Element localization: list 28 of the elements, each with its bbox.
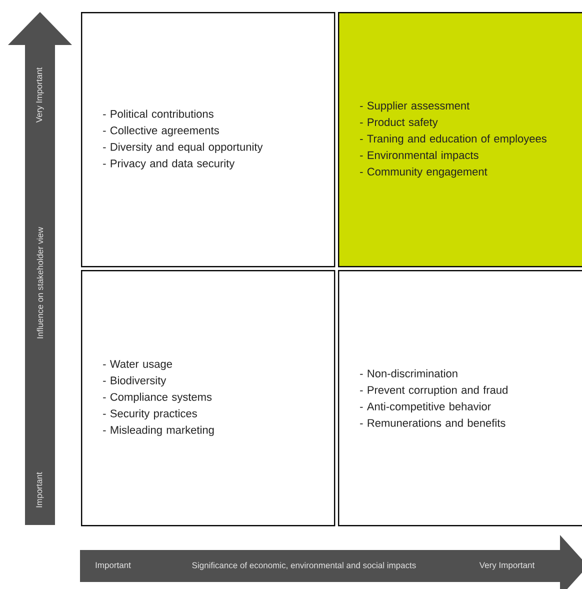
axis-label: Significance of economic, environmental and social impacts xyxy=(192,562,416,570)
axis-label: Very Important xyxy=(36,67,44,123)
list-item: - Supplier assessment xyxy=(360,101,470,112)
list-item: - Traning and education of employees xyxy=(360,134,546,145)
list-item: - Community engagement xyxy=(360,167,488,178)
list-item: - Prevent corruption and fraud xyxy=(360,386,508,396)
quadrant-box xyxy=(81,12,336,268)
axis-label: Influence on stakeholder view xyxy=(36,227,44,338)
list-item: - Environmental impacts xyxy=(360,150,478,162)
axis-label: Important xyxy=(36,472,44,508)
quadrant-box xyxy=(81,270,336,526)
list-item: - Biodiversity xyxy=(103,376,166,387)
list-item: - Non-discrimination xyxy=(360,369,458,378)
axis-label: Very Important xyxy=(479,562,535,570)
list-item: - Remunerations and benefits xyxy=(360,418,506,427)
list-item: - Water usage xyxy=(103,360,172,370)
axis-label: Important xyxy=(96,562,131,570)
list-item: - Security practices xyxy=(103,409,197,420)
list-item: - Compliance systems xyxy=(103,392,212,403)
list-item: - Product safety xyxy=(360,118,438,128)
list-item: - Collective agreements xyxy=(103,126,219,136)
quadrant-box xyxy=(338,12,582,268)
list-item: - Misleading marketing xyxy=(103,426,214,436)
list-item: - Political contributions xyxy=(103,110,214,118)
list-item: - Diversity and equal opportunity xyxy=(103,142,263,153)
list-item: - Anti-competitive behavior xyxy=(360,402,491,413)
list-item: - Privacy and data security xyxy=(103,159,235,170)
quadrant-box xyxy=(338,270,582,526)
